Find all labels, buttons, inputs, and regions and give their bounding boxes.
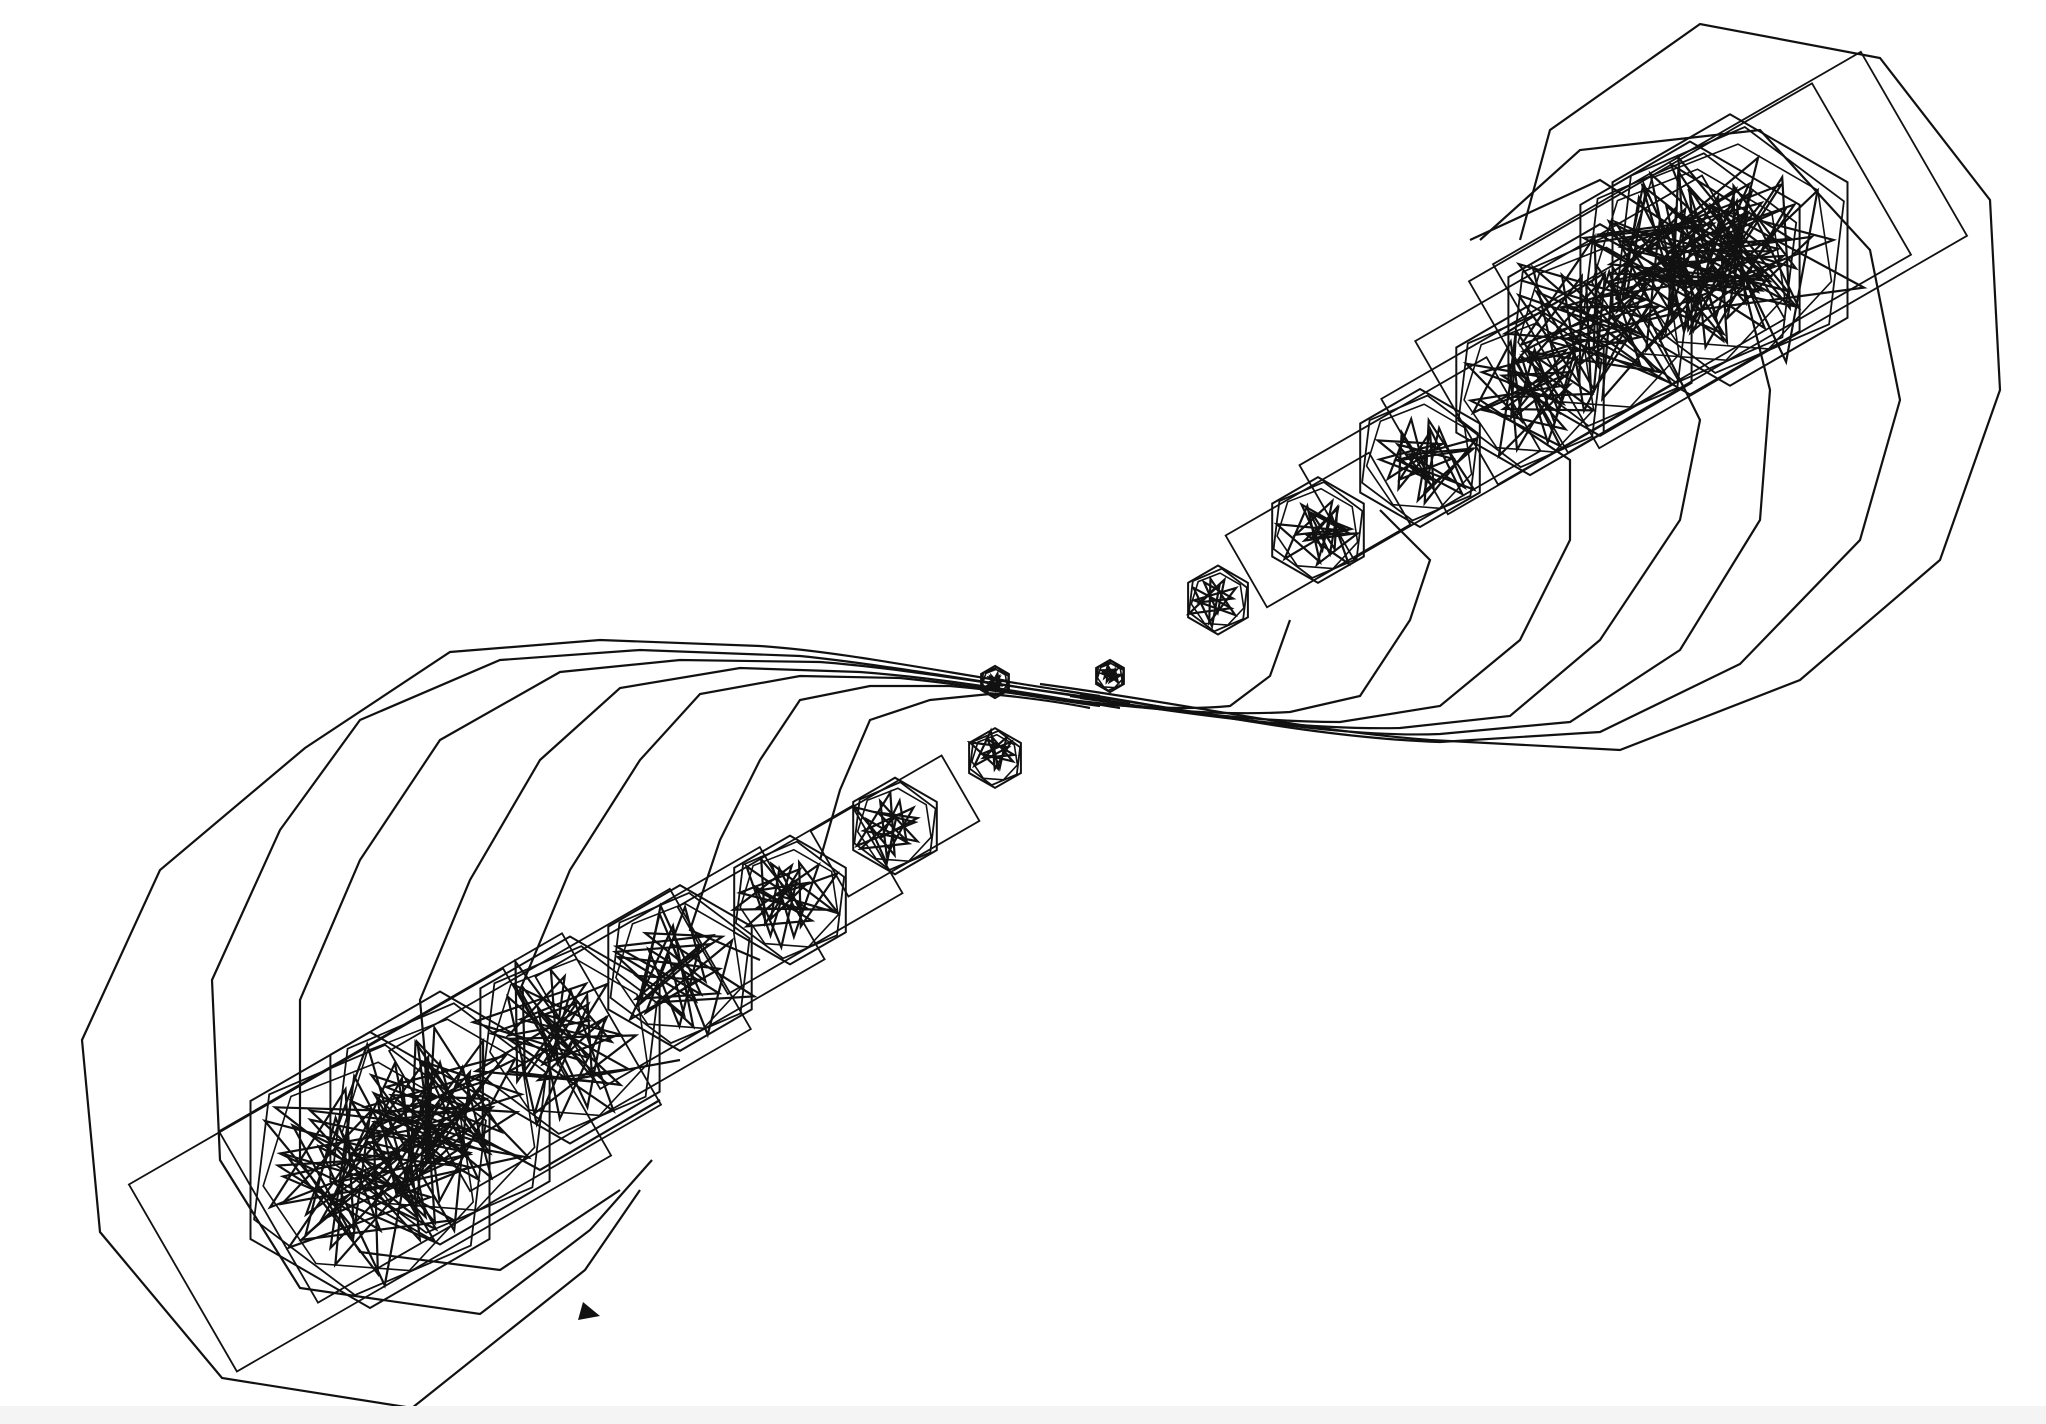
polygon-outline: [968, 729, 1022, 787]
star-stroke: [1675, 197, 1782, 307]
polygon-outline: [387, 887, 753, 1193]
polygon-outline: [341, 1018, 536, 1212]
star-stroke: [1098, 661, 1118, 681]
star-stroke: [1659, 212, 1787, 336]
star-stroke: [1520, 271, 1663, 415]
window-bottom-strip: [0, 1406, 2046, 1424]
polygon-outline: [852, 776, 938, 876]
polygon-outline: [1491, 50, 1969, 450]
polygon-outline: [1187, 564, 1249, 636]
polygon-outline: [1624, 143, 1833, 350]
polygon-outline: [1467, 82, 1913, 454]
turtle-arrow-icon: [578, 1302, 600, 1320]
polygon-outline: [734, 840, 846, 960]
star-stroke: [1557, 268, 1662, 368]
star-stroke: [1501, 264, 1625, 385]
star-stroke: [368, 1053, 467, 1157]
star-stroke: [1606, 170, 1773, 335]
polygon-outline: [1361, 394, 1479, 522]
star-stroke: [1658, 209, 1774, 320]
star-stroke: [307, 1059, 470, 1221]
polygon-outline: [1579, 140, 1801, 396]
polygon-outline: [607, 884, 753, 1052]
polygon-outline: [253, 1043, 487, 1297]
polygon-outline: [1615, 125, 1845, 375]
polygon-outline: [980, 666, 1010, 698]
star-stroke: [984, 672, 1004, 693]
polygon-outline: [609, 891, 751, 1045]
polygon-outline: [534, 845, 826, 1091]
polygon-outline: [127, 967, 613, 1373]
polygon-outline: [1271, 475, 1365, 585]
star-stroke: [752, 860, 836, 941]
star-stroke: [860, 797, 921, 859]
star-stroke: [1394, 428, 1456, 492]
polygon-outline: [733, 834, 847, 966]
polygon-outline: [1224, 451, 1412, 609]
star-stroke: [278, 1108, 412, 1242]
polygon-outline: [332, 1002, 548, 1234]
star-stroke: [400, 1063, 521, 1181]
star-stroke: [1185, 581, 1235, 630]
polygon-outline: [1457, 311, 1603, 469]
star-stroke: [469, 958, 591, 1085]
polygon-outline: [482, 945, 658, 1135]
star-stroke: [1307, 503, 1355, 553]
polygon-outline: [1611, 113, 1849, 387]
star-stroke: [1394, 425, 1473, 504]
polygon-outline: [1272, 480, 1364, 580]
polygon-outline: [1510, 233, 1690, 427]
star-stroke: [614, 922, 724, 1030]
star-stroke: [1273, 502, 1338, 566]
polygon-outline: [981, 668, 1008, 695]
star-stroke: [1646, 154, 1795, 299]
star-stroke: [874, 797, 921, 844]
polygon-outline: [1095, 660, 1125, 692]
star-stroke: [1462, 338, 1549, 425]
polygon-outline: [1095, 658, 1125, 694]
polygon-outline: [676, 804, 904, 996]
s-curve-strokes: [80, 22, 2002, 1410]
star-stroke: [612, 902, 717, 1005]
star-stroke: [1631, 193, 1780, 346]
star-stroke: [978, 733, 1016, 773]
star-stroke: [504, 987, 640, 1117]
polygon-outline: [739, 848, 839, 948]
star-stroke: [505, 972, 593, 1061]
polygon-outline: [1188, 567, 1248, 633]
polygon-clusters: [127, 50, 1969, 1373]
star-stroke: [986, 670, 1008, 692]
polygon-outline: [1365, 403, 1473, 510]
polygon-outline: [249, 1030, 491, 1310]
star-stroke: [271, 1041, 459, 1221]
star-stroke: [773, 858, 842, 930]
polygon-outline: [262, 1061, 475, 1272]
star-stroke: [1196, 576, 1237, 617]
star-stroke: [1692, 199, 1815, 321]
polygon-outline: [479, 935, 661, 1145]
star-stroke: [857, 813, 913, 868]
star-stroke: [283, 1119, 435, 1278]
star-stroke: [1374, 415, 1446, 485]
star-stroke: [966, 727, 1012, 772]
star-stroke: [1478, 327, 1570, 421]
star-stroke: [339, 1081, 474, 1218]
polygon-outline: [1582, 152, 1798, 384]
polygon-outline: [980, 664, 1010, 700]
polygon-outline: [1276, 487, 1359, 570]
star-stroke: [516, 966, 615, 1068]
polygon-outline: [217, 932, 663, 1304]
